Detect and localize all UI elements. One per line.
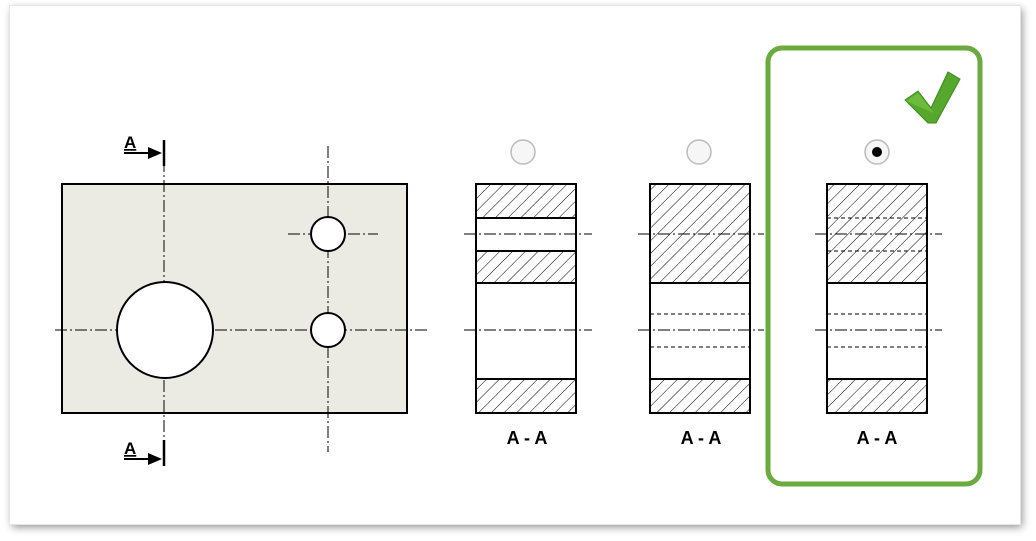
large-hole [116,281,214,379]
option-1[interactable]: A - A [464,139,592,448]
radio-option-1[interactable] [510,139,536,165]
option-3-caption: A - A [857,428,898,448]
option-3[interactable]: A - A [765,45,983,487]
check-icon [904,71,961,124]
plate [61,183,408,414]
option-1-caption: A - A [507,428,548,448]
option-2[interactable]: A - A [638,139,764,448]
section-marker-bottom: A [124,439,166,466]
option-2-caption: A - A [681,428,722,448]
correct-answer-highlight [765,45,983,487]
front-view [55,140,428,452]
section-marker-top: A [124,133,166,166]
small-hole-top [310,216,346,252]
radio-option-3-dot [872,147,882,157]
radio-option-2[interactable] [686,139,712,165]
section-label-top: A [124,133,136,152]
section-label-bottom: A [124,439,136,458]
small-hole-bottom [310,312,346,348]
